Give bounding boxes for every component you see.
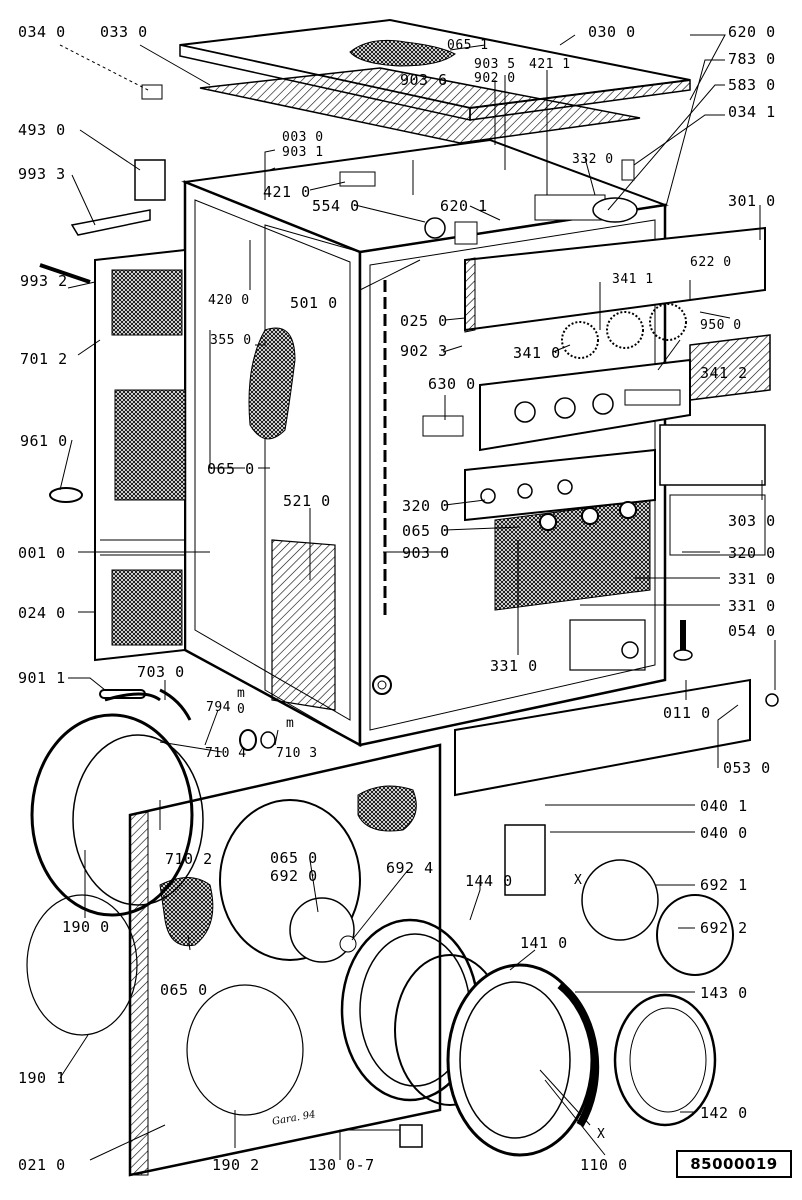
document-number: 85000019 [676,1150,792,1178]
part-label: 341 0 [513,344,561,362]
part-label: 630 0 [428,375,476,393]
part-label: 065 0 [207,460,255,478]
part-label: 620 1 [440,197,488,215]
part-label: 420 0 [208,293,250,308]
part-label: 331 0 [728,597,776,615]
part-label: 902 0 [474,71,516,86]
part-label: 783 0 [728,50,776,68]
door-assembly [340,824,734,1157]
part-label: 794 [206,700,231,715]
part-label: 331 0 [490,657,538,675]
part-label: 341 2 [700,364,748,382]
part-label: X [597,1127,606,1142]
insulation-mat [199,67,641,144]
part-label: 620 0 [728,23,776,41]
part-label: 034 1 [728,103,776,121]
small-parts [39,84,779,751]
part-label: 710 4 [205,746,247,761]
part-label: 021 0 [18,1156,66,1174]
part-label: 993 3 [18,165,66,183]
part-label: 0 [237,702,246,717]
part-label: m [286,716,295,731]
part-label: 142 0 [700,1104,748,1122]
part-label: 040 1 [700,797,748,815]
part-label: 303 0 [728,512,776,530]
plinth [454,678,751,797]
part-label: 421 1 [529,57,571,72]
part-label: 903 5 [474,57,516,72]
rear-panel [94,248,186,662]
part-label: 040 0 [700,824,748,842]
part-label: 003 0 [282,130,324,145]
part-label: 190 1 [18,1069,66,1087]
part-label: 065 0 [402,522,450,540]
front-panel [128,743,442,1177]
part-label: 320 0 [402,497,450,515]
part-label: 332 0 [572,152,614,167]
part-label: 710 2 [165,850,213,868]
part-label: 190 0 [62,918,110,936]
part-label: 143 0 [700,984,748,1002]
part-label: 902 3 [400,342,448,360]
part-label: 065 0 [160,981,208,999]
part-label: 110 0 [580,1156,628,1174]
part-label: 130 0-7 [308,1156,375,1174]
program-knobs [539,303,687,531]
part-label: 024 0 [18,604,66,622]
leader-lines [59,34,776,1161]
part-label: 961 0 [20,432,68,450]
part-label: 501 0 [290,294,338,312]
part-label: 053 0 [723,759,771,777]
part-label: 331 0 [728,570,776,588]
part-label: 011 0 [663,704,711,722]
part-label: 710 3 [276,746,318,761]
tub [26,688,204,1036]
control-panel [464,226,771,556]
part-label: 521 0 [283,492,331,510]
part-label: 065 0 [270,849,318,867]
part-label: 421 0 [263,183,311,201]
part-label: 033 0 [100,23,148,41]
part-label: 001 0 [18,544,66,562]
part-label: 355 0 [210,333,252,348]
part-label: 692 2 [700,919,748,937]
part-label: 703 0 [137,663,185,681]
part-label: 950 0 [700,318,742,333]
part-label: 903 1 [282,145,324,160]
part-label: 901 1 [18,669,66,687]
part-label: 190 2 [212,1156,260,1174]
part-label: 144 0 [465,872,513,890]
part-label: 030 0 [588,23,636,41]
cabinet [181,138,669,748]
part-label: 692 4 [386,859,434,877]
part-label: 493 0 [18,121,66,139]
part-label: 065 1 [447,38,489,53]
part-label: X [574,873,583,888]
part-label: m [237,686,246,701]
part-label: 054 0 [728,622,776,640]
part-label: 320 0 [728,544,776,562]
part-label: 903 0 [402,544,450,562]
part-label: 993 2 [20,272,68,290]
part-label: 583 0 [728,76,776,94]
part-label: 692 1 [700,876,748,894]
part-label: 025 0 [400,312,448,330]
part-label: 341 1 [612,272,654,287]
part-label: 034 0 [18,23,66,41]
part-label: 692 0 [270,867,318,885]
part-label: 622 0 [690,255,732,270]
part-label: 701 2 [20,350,68,368]
part-label: 554 0 [312,197,360,215]
part-label: 301 0 [728,192,776,210]
part-label: 903 6 [400,71,448,89]
part-label: 141 0 [520,934,568,952]
